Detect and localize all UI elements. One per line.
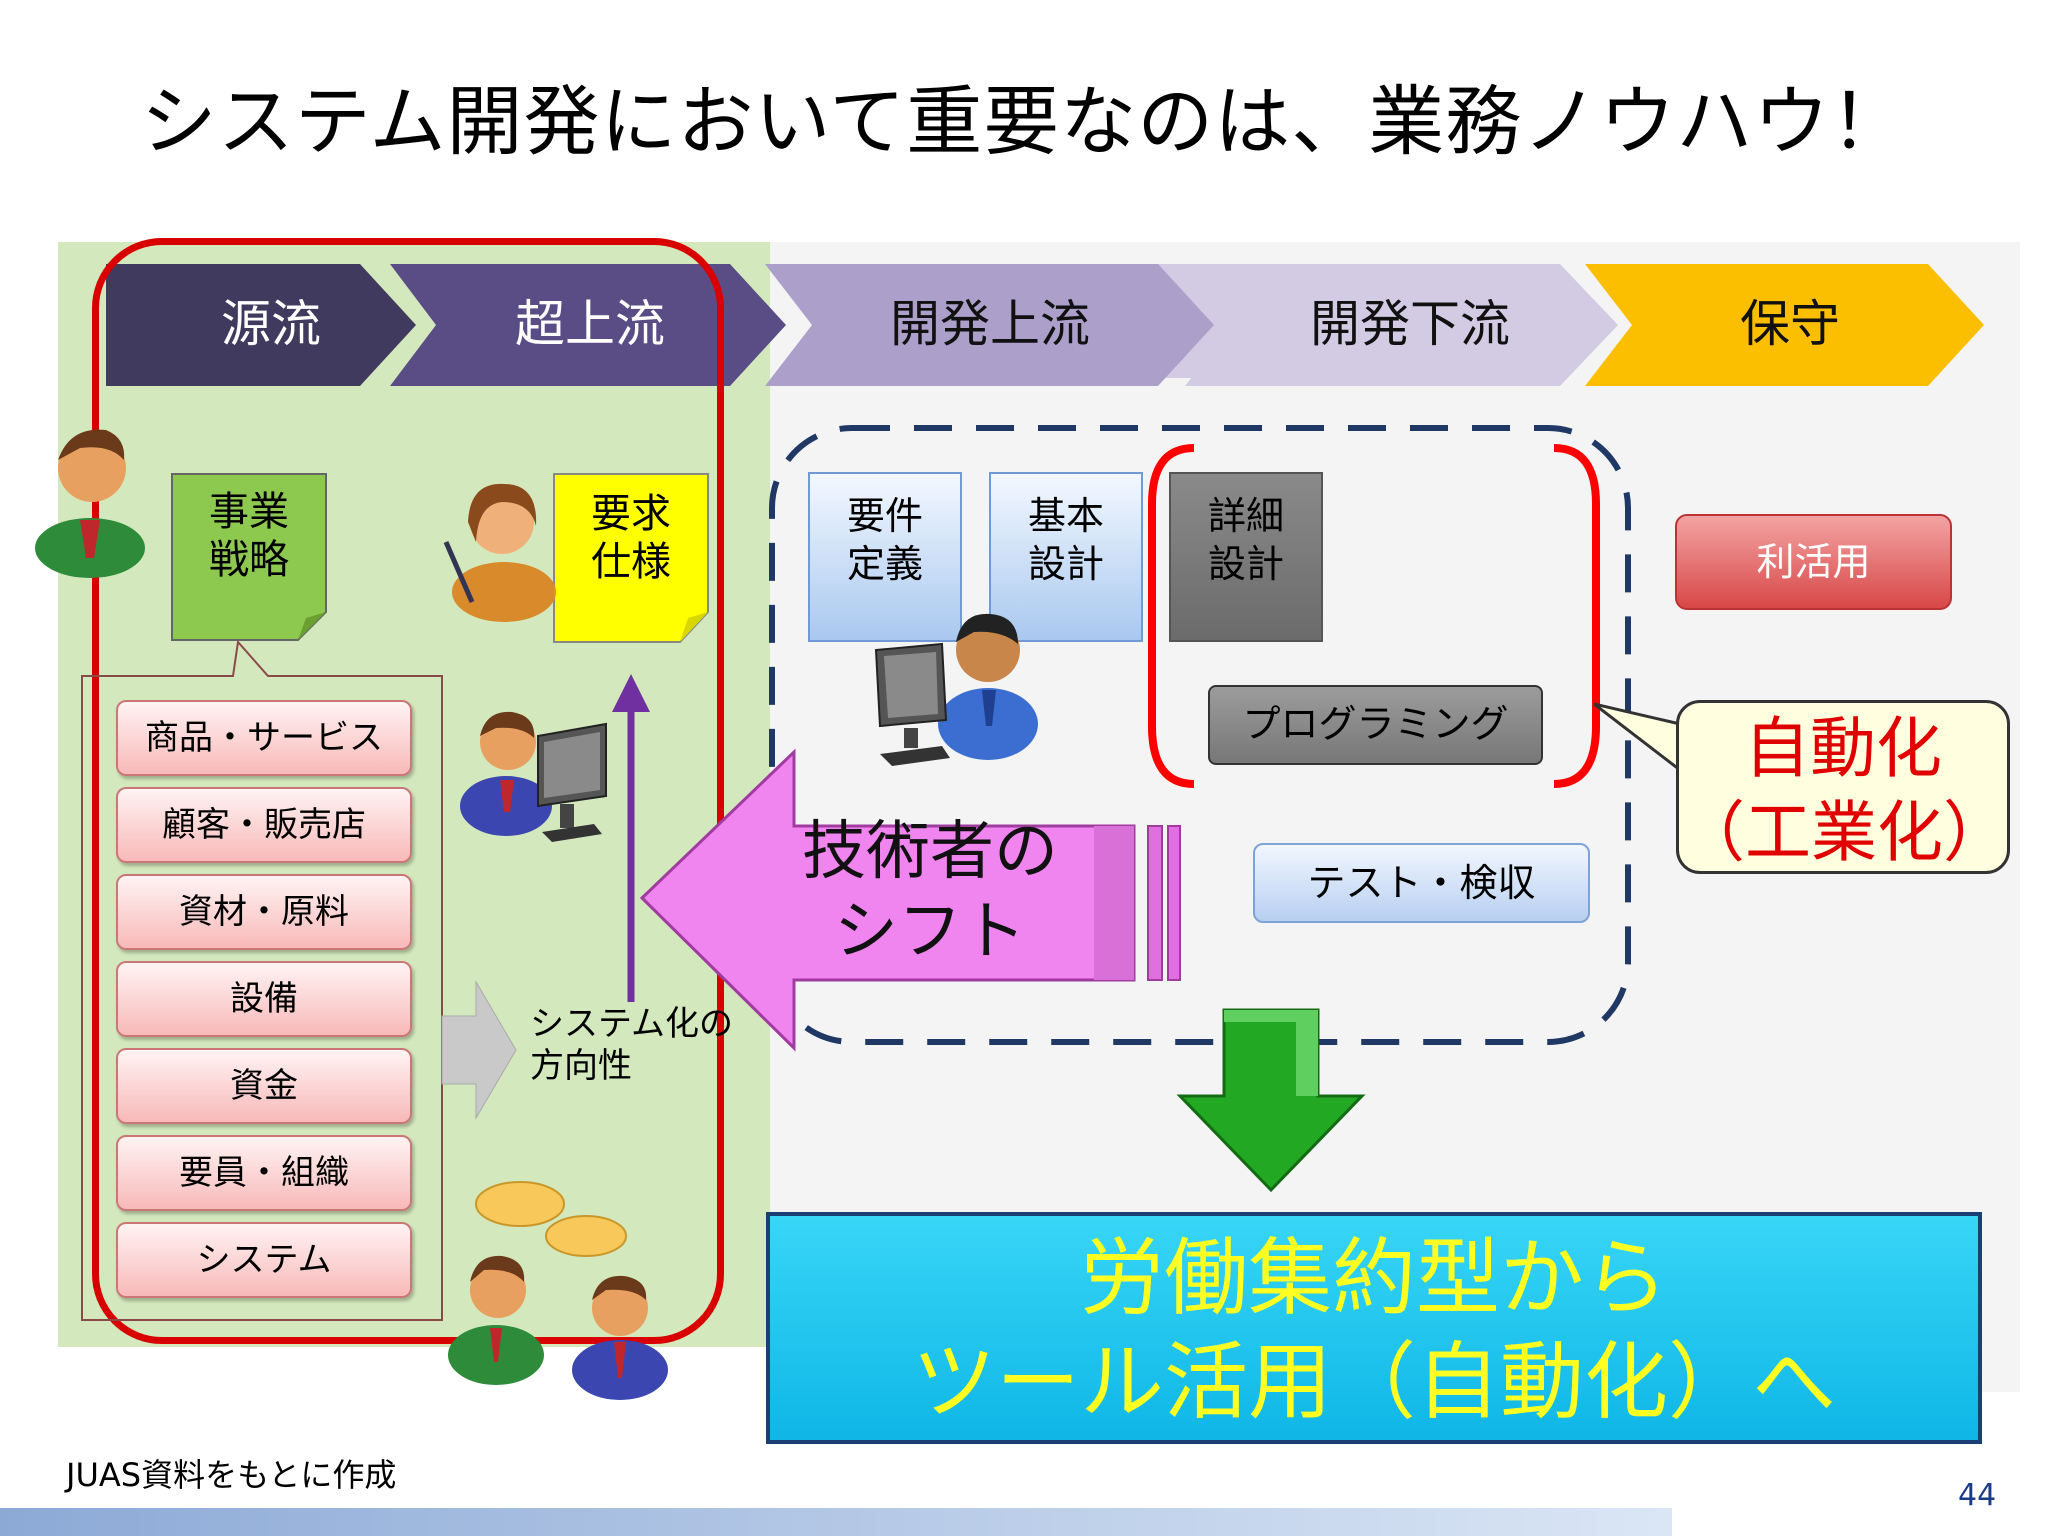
grey-right-arrow [441, 980, 517, 1120]
requirements-definition-note: 要件 定義 [808, 472, 962, 642]
phase-chevron-3 [1185, 264, 1618, 386]
business-strategy-note-shape [171, 473, 327, 641]
phase-label-source: 源流 [221, 295, 321, 353]
page-number: 44 [1958, 1478, 1997, 1513]
strategy-item-products: 商品・サービス [116, 700, 412, 776]
phase-label-dev-upstream: 開発上流 [890, 295, 1090, 353]
basic-design-note: 基本 設計 [989, 472, 1143, 642]
test-acceptance-box: テスト・検収 [1253, 843, 1590, 923]
footer-gradient-bar [0, 1508, 1672, 1536]
automation-callout: 自動化 （工業化） [1676, 700, 2010, 874]
dev-region-dashed-frame [769, 425, 1631, 1045]
phase-label-super-upstream: 超上流 [515, 295, 665, 353]
discussion-people-icon [448, 1181, 668, 1400]
strategy-item-materials: 資材・原料 [116, 874, 412, 950]
phase-chevron-4 [1585, 264, 1984, 386]
engineer-shift-label: 技術者の シフト [802, 815, 1058, 969]
engineer-shift-arrow [640, 748, 1181, 1052]
phase-chevron-2 [765, 264, 1214, 386]
usage-box: 利活用 [1675, 514, 1952, 610]
direction-label: システム化の 方向性 [530, 1004, 733, 1086]
business-strategy-note: 事業 戦略 [209, 489, 289, 583]
strategy-item-equipment: 設備 [116, 961, 412, 1037]
requirements-note: 要求 仕様 [591, 491, 671, 585]
phase-label-dev-downstream: 開発下流 [1310, 295, 1510, 353]
purple-up-arrow [612, 674, 650, 1002]
strategy-item-system: システム [116, 1222, 412, 1298]
programming-box: プログラミング [1208, 685, 1543, 765]
conclusion-box: 労働集約型から ツール活用（自動化）へ [766, 1212, 1982, 1444]
upstream-highlight-frame [92, 238, 724, 1344]
strategy-items-callout [81, 639, 443, 1321]
requirements-note-shape [553, 473, 709, 643]
phase-label-maintenance: 保守 [1740, 295, 1840, 353]
strategy-item-staff: 要員・組織 [116, 1135, 412, 1211]
strategy-item-customers: 顧客・販売店 [116, 787, 412, 863]
source-note: JUAS資料をもとに作成 [66, 1456, 397, 1494]
programmer-at-computer-icon [874, 613, 1038, 766]
phase-chevron-0 [106, 264, 416, 386]
strategy-item-funds: 資金 [116, 1048, 412, 1124]
automation-callout-pointer [1594, 702, 1682, 774]
manager-person-icon [35, 429, 145, 578]
analyst-woman-icon [443, 483, 556, 622]
developer-at-computer-icon [460, 711, 607, 842]
automation-bracket [1148, 444, 1600, 788]
green-down-arrow [1176, 1008, 1366, 1193]
detailed-design-note: 詳細 設計 [1169, 472, 1323, 642]
slide-title: システム開発において重要なのは、業務ノウハウ！ [140, 77, 1908, 166]
